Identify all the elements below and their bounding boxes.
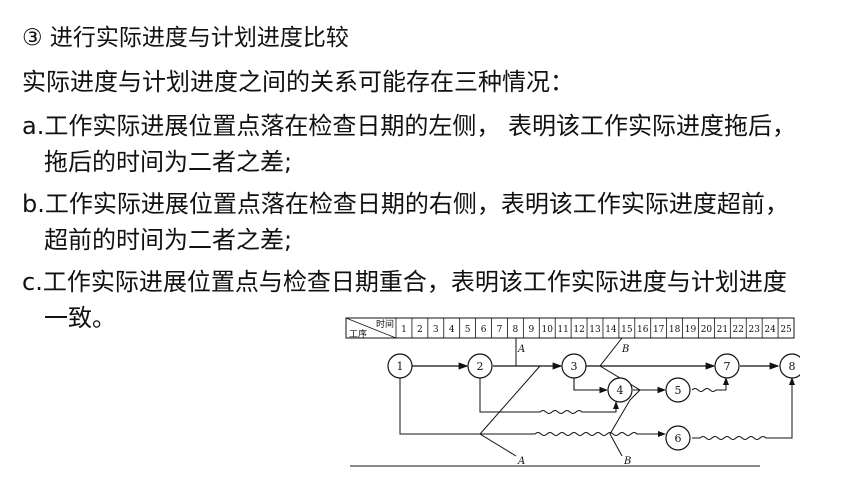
time-tick-label: 17 [653, 325, 665, 335]
network-node [665, 425, 691, 451]
time-tick-label: 13 [589, 325, 601, 335]
time-tick-label: 8 [513, 325, 519, 335]
network-node [714, 353, 740, 379]
time-tick-label: 22 [733, 325, 744, 335]
network-node-label: 6 [675, 432, 682, 445]
header-diagonal [345, 317, 397, 339]
time-tick-label: 10 [542, 325, 554, 335]
time-scale-header [345, 317, 795, 339]
arrow-3-4 [573, 378, 609, 394]
header-process-label: 工序 [349, 328, 367, 340]
check-line-a [479, 338, 542, 457]
network-node-label: 5 [675, 384, 682, 397]
time-tick-label: 3 [433, 325, 439, 335]
network-node [467, 353, 493, 379]
time-tick-label: 19 [685, 325, 697, 335]
network-node-label: 7 [724, 360, 731, 373]
arrow-2-4 [479, 378, 619, 414]
intro-text: 实际进度与计划进度之间的关系可能存在三种情况： [22, 68, 574, 96]
arrow-1-6 [399, 378, 666, 437]
time-tick-label: 4 [449, 325, 455, 335]
time-tick-label: 25 [780, 325, 792, 335]
time-tick-label: 24 [764, 325, 776, 335]
network-node-label: 8 [789, 360, 796, 373]
network-node [607, 377, 633, 403]
time-tick-label: 20 [701, 325, 713, 335]
time-tick-label: 12 [573, 325, 584, 335]
case-c-line-2: 一致。 [44, 304, 116, 332]
time-tick-label: 18 [669, 325, 681, 335]
time-tick-label: 7 [497, 325, 503, 335]
time-tick-label: 6 [481, 325, 487, 335]
network-node-label: 2 [477, 360, 484, 373]
case-a-line-1: a.工作实际进展位置点落在检查日期的左侧， 表明该工作实际进度拖后， [22, 112, 796, 140]
time-tick-label: 5 [465, 325, 471, 335]
check-label-a-bottom: A [517, 456, 525, 467]
network-node-label: 1 [397, 360, 404, 373]
time-tick-label: 2 [417, 325, 423, 335]
check-line-b [599, 337, 641, 457]
case-b-line-2: 超前的时间为二者之差; [44, 226, 293, 254]
time-tick-label: 14 [605, 325, 617, 335]
time-tick-label: 15 [621, 325, 633, 335]
time-tick-label: 16 [637, 325, 649, 335]
network-node [779, 353, 800, 379]
check-label-b-top: B [621, 344, 629, 355]
network-node-label: 3 [571, 360, 578, 373]
network-node-label: 4 [617, 384, 624, 397]
header-time-label: 时间 [376, 318, 394, 330]
time-tick-label: 11 [557, 325, 568, 335]
time-tick-label: 1 [401, 325, 407, 335]
case-c-line-1: c.工作实际进展位置点与检查日期重合，表明该工作实际进度与计划进度 [22, 268, 787, 296]
case-b-line-1: b.工作实际进展位置点落在检查日期的右侧，表明该工作实际进度超前， [22, 190, 789, 218]
time-tick-label: 21 [717, 325, 728, 335]
time-tick-label: 9 [528, 325, 534, 335]
network-node [387, 353, 413, 379]
check-label-a-top: A [517, 344, 525, 355]
case-a-line-2: 拖后的时间为二者之差; [44, 148, 293, 176]
time-tick-label: 23 [748, 325, 760, 335]
section-heading: ③ 进行实际进度与计划进度比较 [22, 25, 349, 51]
network-node [561, 353, 587, 379]
arrow-6-8 [692, 377, 795, 440]
arrow-5-7 [691, 377, 729, 392]
network-node [665, 377, 691, 403]
check-label-b-bottom: B [623, 456, 631, 467]
